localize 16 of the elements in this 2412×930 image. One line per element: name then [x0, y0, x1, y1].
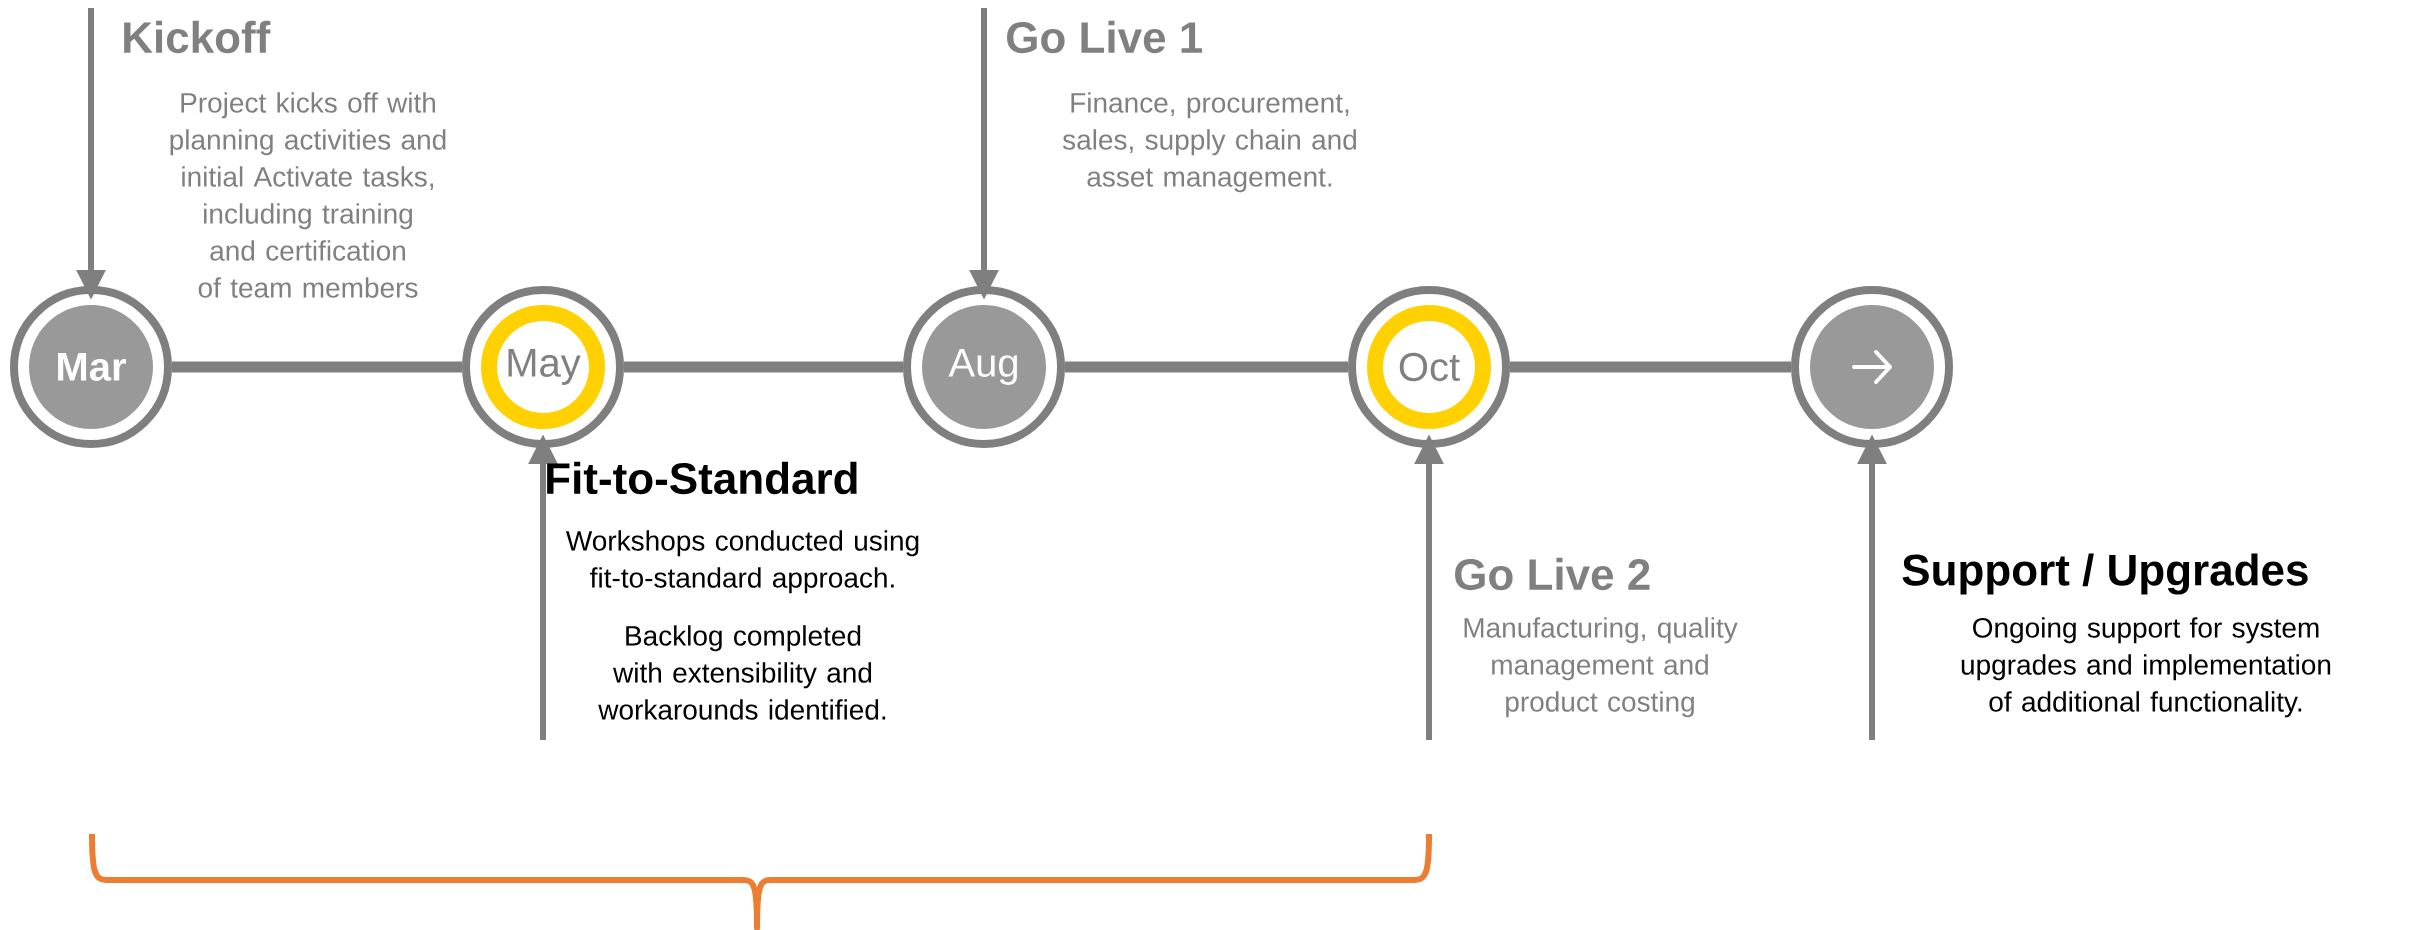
- timeline-line: [624, 361, 903, 373]
- timeline-line: [172, 361, 462, 373]
- milestone-title: Support / Upgrades: [1902, 553, 2308, 595]
- milestone-description: Ongoing support for system upgrades and implementation of additional functionality.: [1961, 617, 2331, 718]
- milestone-title: Go Live 2: [1455, 557, 1650, 591]
- milestone-description: Backlog completed with extensibility and workarounds identified.: [598, 625, 886, 720]
- milestone-description: Finance, procurement, sales, supply chain and asset management.: [1062, 92, 1356, 193]
- timeline-circle: [1791, 286, 1954, 448]
- milestone-description: Workshops conducted using fit-to-standard approach.: [565, 530, 919, 594]
- milestone-title: Kickoff: [124, 20, 271, 54]
- milestone-title: Fit-to-Standard: [547, 461, 857, 495]
- milestone-title: Go Live 1: [1007, 20, 1203, 54]
- milestone-description: Project kicks off with planning activities and initial Activate tasks, including training and certification of team members: [170, 92, 446, 298]
- timeline-line: [1065, 361, 1348, 373]
- milestone-description: Manufacturing, quality management and product costing: [1464, 617, 1738, 718]
- timeline-line: [1510, 361, 1791, 373]
